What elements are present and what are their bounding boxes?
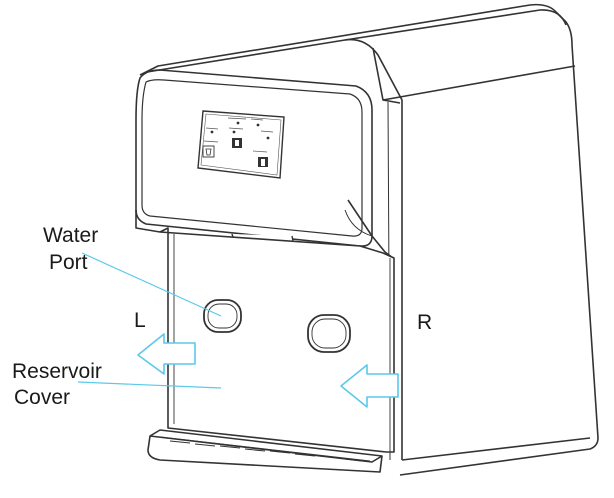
left-side-label: L xyxy=(134,309,146,332)
drip-tray xyxy=(147,429,383,473)
right-to-left-arrow-icon xyxy=(340,364,399,408)
dispenser-body xyxy=(139,3,599,476)
control-display-panel xyxy=(197,110,285,179)
right-side-label: R xyxy=(417,311,433,334)
control-head xyxy=(135,69,394,259)
water-port-left xyxy=(203,299,242,333)
water-port-callout-line xyxy=(81,252,222,317)
water-port-right xyxy=(307,314,351,353)
reservoir-cover-callout-line xyxy=(77,381,222,389)
water-port-label-line1: Water xyxy=(43,224,99,247)
water-glass-icon xyxy=(202,145,215,158)
panel-captions xyxy=(203,117,274,153)
callout-lines xyxy=(77,252,222,389)
reservoir-cover xyxy=(159,227,395,453)
reservoir-cover-label-line2: Cover xyxy=(14,386,71,409)
cup-icon xyxy=(232,138,242,148)
baby-bottle-icon xyxy=(258,157,268,167)
reservoir-cover-label-line1: Reservoir xyxy=(12,360,102,383)
left-arrow-icon xyxy=(137,333,196,375)
water-port-label-line2: Port xyxy=(49,251,88,274)
